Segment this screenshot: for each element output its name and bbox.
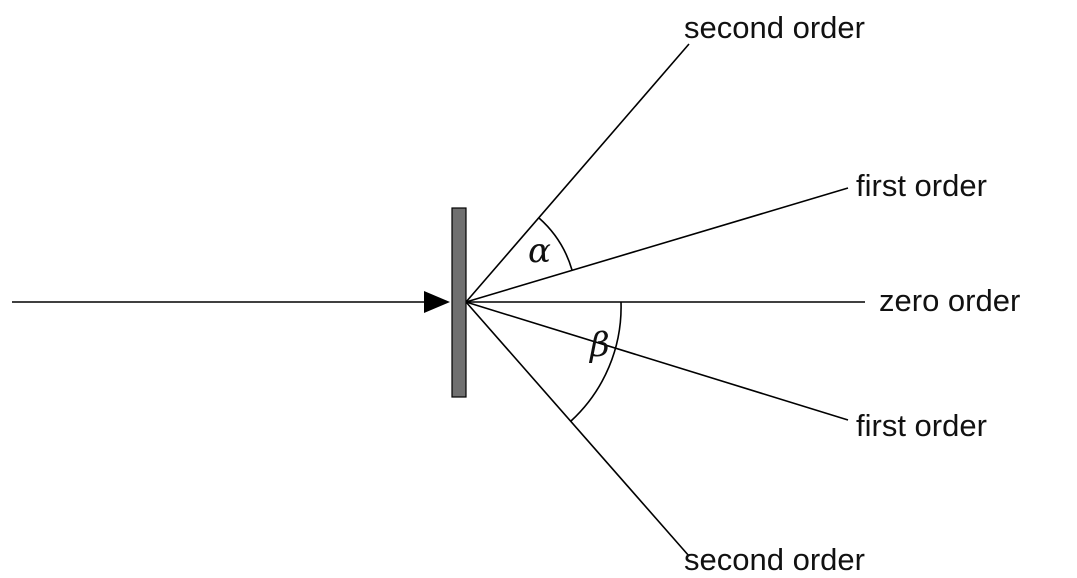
ray-first-order-bottom [465, 301, 849, 421]
incident-arrowhead [424, 291, 450, 313]
ray-second-order-top [465, 43, 690, 303]
label-second-order-top: second order [684, 10, 865, 45]
diffraction-grating [451, 207, 467, 398]
label-first-order-top: first order [856, 168, 987, 203]
ray-second-order-bottom [465, 301, 690, 557]
beta-label: β [588, 325, 610, 365]
alpha-label: α [528, 231, 551, 271]
alpha-arc [538, 217, 573, 271]
beta-arc [570, 301, 622, 422]
label-zero-order: zero order [879, 283, 1020, 318]
label-first-order-bottom: first order [856, 408, 987, 443]
ray-first-order-top [465, 187, 849, 303]
label-second-order-bottom: second order [684, 542, 865, 577]
